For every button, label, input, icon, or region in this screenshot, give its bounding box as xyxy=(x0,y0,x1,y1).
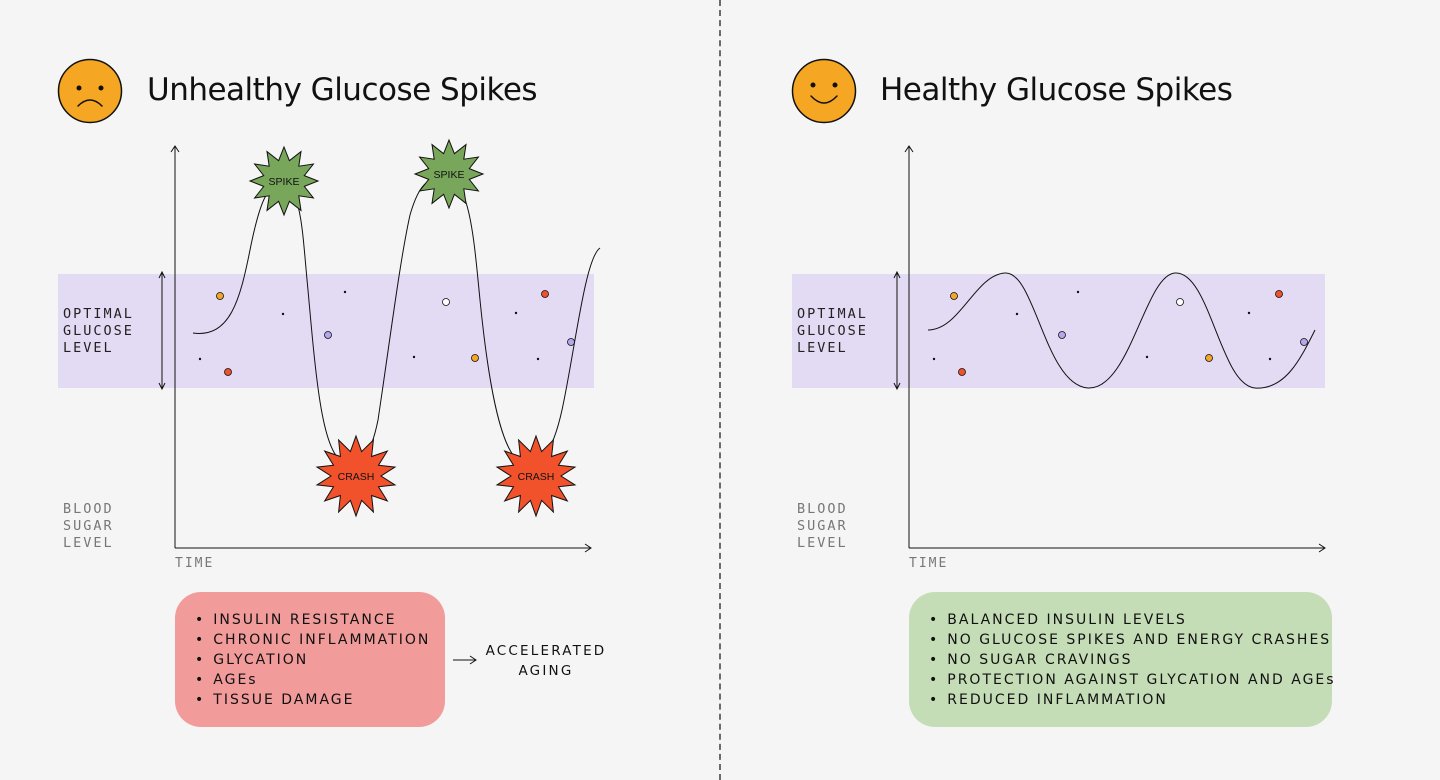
time-axis-label: TIME xyxy=(175,556,215,571)
x-axis xyxy=(175,543,592,553)
unhealthy-chart: SPIKE SPIKE CRASH CRASH xyxy=(58,138,601,665)
optimal-band xyxy=(792,274,1325,388)
unhealthy-title: Unhealthy Glucose Spikes xyxy=(147,72,538,108)
spike-label: SPIKE xyxy=(434,169,465,181)
spike-burst-2: SPIKE xyxy=(413,138,485,210)
particle-dot xyxy=(471,354,479,362)
glucose-particles xyxy=(932,290,1308,376)
particle-dot xyxy=(1268,357,1272,361)
healthy-benefits-box: BALANCED INSULIN LEVELS NO GLUCOSE SPIKE… xyxy=(909,592,1334,727)
particle-dot xyxy=(1205,354,1213,362)
happy-face-icon xyxy=(791,58,857,124)
particle-dot xyxy=(324,331,332,339)
particle-dot xyxy=(216,292,224,300)
crash-burst-2: CRASH xyxy=(495,434,577,518)
benefit-item: NO SUGAR CRAVINGS xyxy=(929,650,1332,670)
particle-dot xyxy=(1275,290,1283,298)
glucose-curve xyxy=(927,272,1316,389)
healthy-title: Healthy Glucose Spikes xyxy=(880,72,1233,108)
particle-dot xyxy=(198,357,202,361)
panel-divider xyxy=(719,0,721,780)
benefit-item: REDUCED INFLAMMATION xyxy=(929,690,1332,710)
crash-label: CRASH xyxy=(338,471,375,483)
crash-burst-1: CRASH xyxy=(315,434,397,518)
band-range-arrow xyxy=(893,270,901,391)
x-axis xyxy=(909,543,1326,553)
particle-dot xyxy=(442,298,450,306)
unhealthy-effects-box: INSULIN RESISTANCE CHRONIC INFLAMMATION … xyxy=(175,592,445,727)
particle-dot xyxy=(514,311,518,315)
effect-item: CHRONIC INFLAMMATION xyxy=(195,630,445,650)
effect-item: TISSUE DAMAGE xyxy=(195,690,445,710)
particle-dot xyxy=(1300,338,1308,346)
sad-face-icon xyxy=(57,58,123,124)
benefit-item: NO GLUCOSE SPIKES AND ENERGY CRASHES xyxy=(929,630,1332,650)
healthy-chart xyxy=(792,145,1326,553)
spike-burst-1: SPIKE xyxy=(248,145,320,217)
particle-dot xyxy=(1058,331,1066,339)
effect-item: INSULIN RESISTANCE xyxy=(195,610,445,630)
particle-dot xyxy=(932,357,936,361)
time-axis-label: TIME xyxy=(909,556,949,571)
y-axis xyxy=(170,145,180,548)
glucose-particles xyxy=(198,290,575,376)
particle-dot xyxy=(412,355,416,359)
benefit-item: PROTECTION AGAINST GLYCATION AND AGEs xyxy=(929,670,1333,690)
particle-dot xyxy=(1145,355,1149,359)
effect-item: AGEs xyxy=(195,670,445,690)
particle-dot xyxy=(1076,290,1080,294)
particle-dot xyxy=(1247,311,1251,315)
particle-dot xyxy=(1176,298,1184,306)
particle-dot xyxy=(1015,312,1019,316)
particle-dot xyxy=(281,312,285,316)
particle-dot xyxy=(567,338,575,346)
particle-dot xyxy=(958,368,966,376)
particle-dot xyxy=(950,292,958,300)
particle-dot xyxy=(541,290,549,298)
effect-item: GLYCATION xyxy=(195,650,445,670)
benefit-item: BALANCED INSULIN LEVELS xyxy=(929,610,1332,630)
crash-label: CRASH xyxy=(518,471,555,483)
particle-dot xyxy=(224,368,232,376)
particle-dot xyxy=(343,290,347,294)
result-arrow-icon xyxy=(453,655,477,665)
spike-label: SPIKE xyxy=(269,176,300,188)
band-range-arrow xyxy=(158,270,166,391)
y-axis xyxy=(904,145,914,548)
optimal-band xyxy=(58,274,594,388)
particle-dot xyxy=(536,357,540,361)
